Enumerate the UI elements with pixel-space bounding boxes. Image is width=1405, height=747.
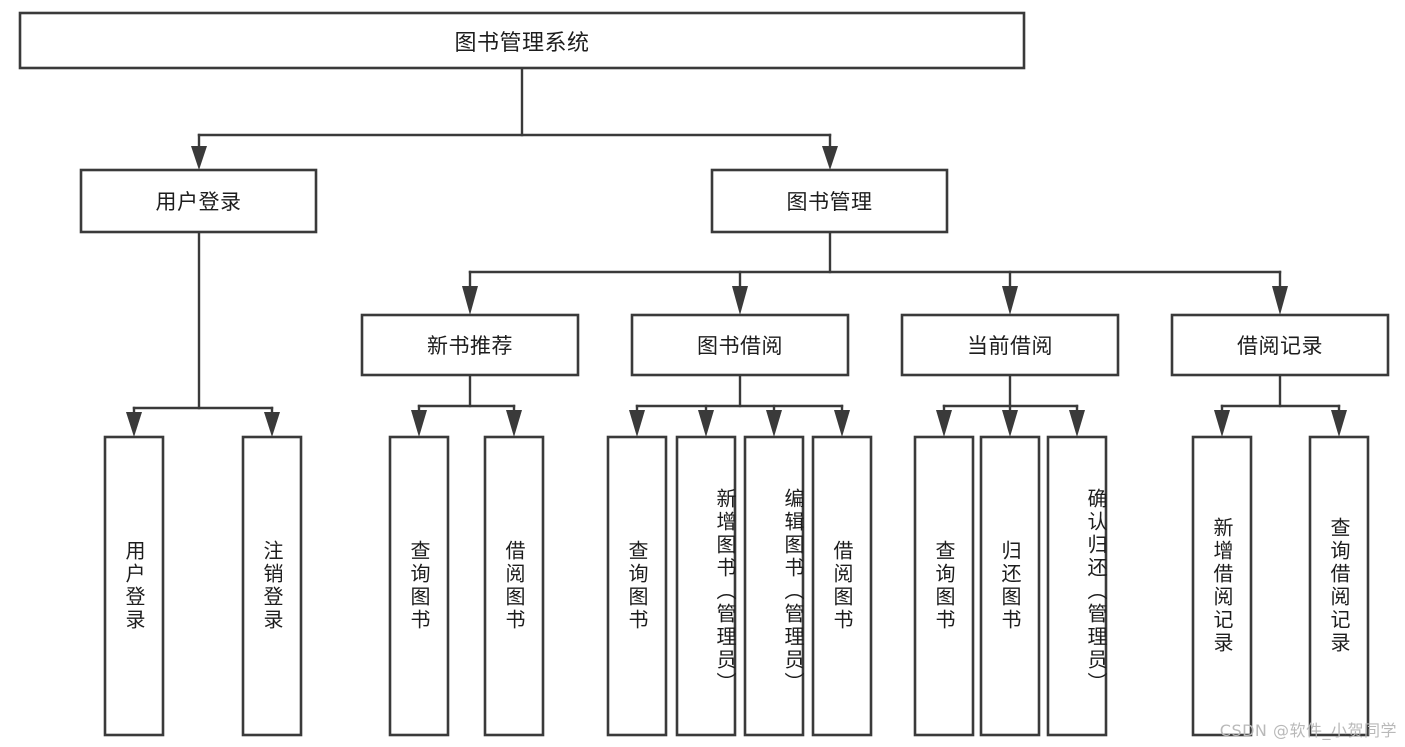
csdn-watermark: CSDN @软件_小贺同学 <box>1219 721 1397 740</box>
node-box-leaf-add-book[interactable] <box>675 435 737 737</box>
arrow-new-book-recommend <box>462 286 478 315</box>
node-box-leaf-query-book-2[interactable] <box>606 435 668 737</box>
arrow-borrow-record <box>1272 286 1288 315</box>
node-box-new-book-recommend[interactable] <box>360 313 580 377</box>
edges-current-borrow-to-leaves <box>936 373 1085 437</box>
node-box-leaf-add-record[interactable] <box>1191 435 1253 737</box>
edges-book-borrow-to-leaves <box>629 373 850 437</box>
arrow-leaf-confirm-return <box>1069 410 1085 437</box>
node-box-leaf-query-book-1[interactable] <box>388 435 450 737</box>
edges-book-manage-to-level3 <box>462 230 1288 315</box>
arrow-leaf-user-logout <box>264 412 280 437</box>
arrow-leaf-user-login <box>126 412 142 437</box>
edges-borrow-record-to-leaves <box>1214 373 1347 437</box>
arrow-leaf-query-book-3 <box>936 410 952 437</box>
node-box-borrow-record[interactable] <box>1170 313 1390 377</box>
node-box-root[interactable] <box>18 11 1026 70</box>
arrow-leaf-add-record <box>1214 410 1230 437</box>
arrow-leaf-borrow-book-2 <box>834 410 850 437</box>
arrow-leaf-edit-book <box>766 410 782 437</box>
node-box-leaf-edit-book[interactable] <box>743 435 805 737</box>
arrow-leaf-query-book-2 <box>629 410 645 437</box>
arrow-leaf-add-book <box>698 410 714 437</box>
arrow-current-borrow <box>1002 286 1018 315</box>
arrow-leaf-query-record <box>1331 410 1347 437</box>
arrow-user-login <box>191 146 207 170</box>
node-box-leaf-query-record[interactable] <box>1308 435 1370 737</box>
edges-root-to-level2 <box>191 66 838 170</box>
node-box-current-borrow[interactable] <box>900 313 1120 377</box>
arrow-book-manage <box>822 146 838 170</box>
node-box-leaf-query-book-3[interactable] <box>913 435 975 737</box>
arrow-book-borrow <box>732 286 748 315</box>
node-box-leaf-confirm-return[interactable] <box>1046 435 1108 737</box>
node-box-book-manage[interactable] <box>710 168 949 234</box>
node-box-book-borrow[interactable] <box>630 313 850 377</box>
edges-user-login-to-leaves <box>126 230 280 437</box>
edges-new-book-recommend-to-leaves <box>411 373 522 437</box>
node-box-leaf-user-logout[interactable] <box>241 435 303 737</box>
arrow-leaf-query-book-1 <box>411 410 427 437</box>
arrow-leaf-return-book <box>1002 410 1018 437</box>
node-box-leaf-user-login[interactable] <box>103 435 165 737</box>
arrow-leaf-borrow-book-1 <box>506 410 522 437</box>
node-box-leaf-borrow-book-1[interactable] <box>483 435 545 737</box>
node-box-leaf-borrow-book-2[interactable] <box>811 435 873 737</box>
node-box-user-login[interactable] <box>79 168 318 234</box>
node-box-leaf-return-book[interactable] <box>979 435 1041 737</box>
